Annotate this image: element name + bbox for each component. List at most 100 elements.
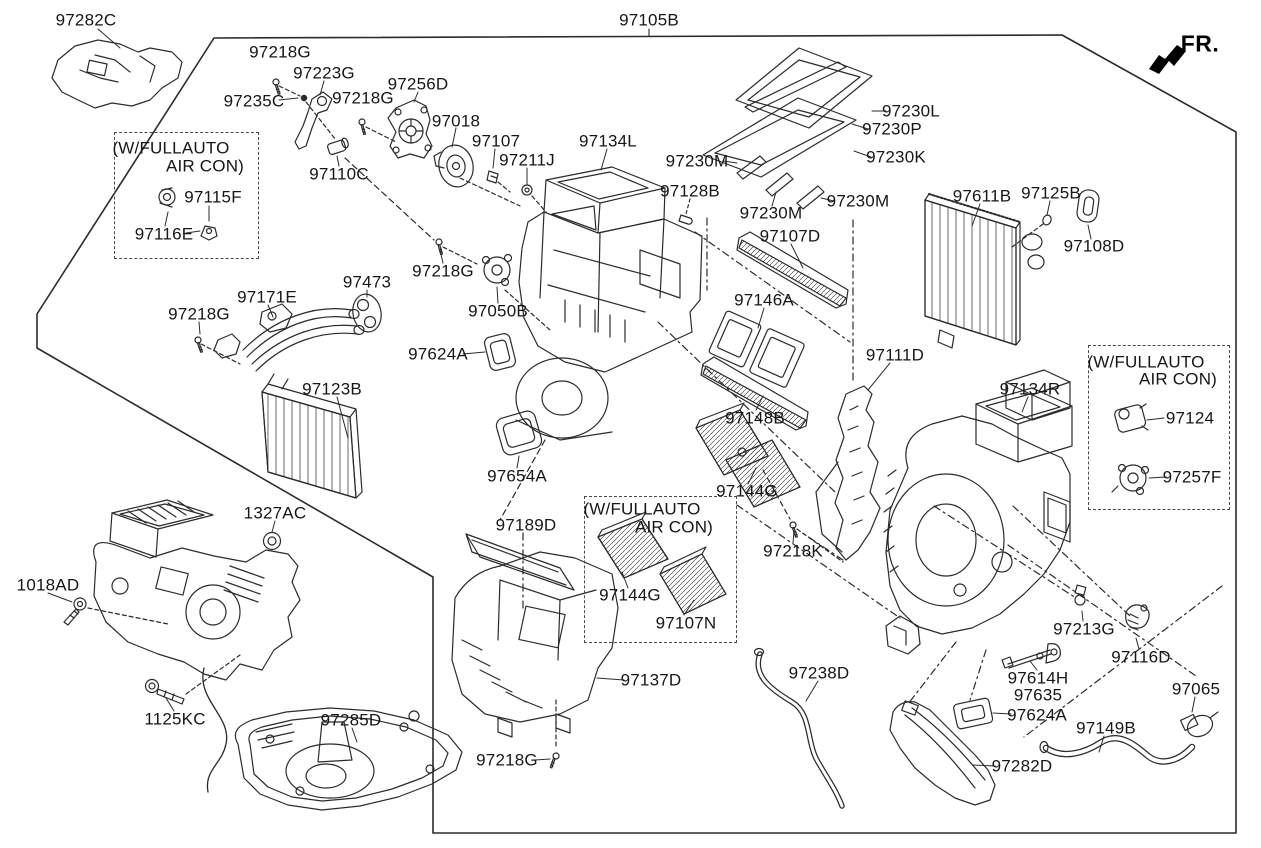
part-label: 97614H bbox=[1007, 668, 1069, 688]
part-label: 97108D bbox=[1063, 236, 1125, 256]
part-label: 97213G bbox=[1053, 619, 1115, 639]
part-label: 97211J bbox=[499, 150, 555, 170]
part-label: 97107D bbox=[759, 226, 821, 246]
part-label: 97134R bbox=[999, 379, 1061, 399]
part-label: 97611B bbox=[952, 186, 1012, 206]
part-label: 97285D bbox=[320, 710, 382, 730]
part-97230-seals-drawing bbox=[702, 47, 887, 210]
part-label: 97473 bbox=[342, 272, 392, 292]
part-label: 97223G bbox=[293, 63, 355, 83]
part-97149b-drawing bbox=[1039, 735, 1196, 765]
option-box-note: (W/FULLAUTO bbox=[583, 499, 701, 519]
part-label: 97257F bbox=[1162, 467, 1222, 487]
part-label: 97230M bbox=[826, 191, 890, 211]
part-label: 97218G bbox=[476, 750, 538, 770]
part-label: 1018AD bbox=[16, 575, 80, 595]
part-97111d-drawing bbox=[815, 362, 891, 561]
part-97282d-drawing bbox=[889, 700, 996, 806]
part-label: 97230K bbox=[866, 147, 926, 167]
option-box-note: AIR CON) bbox=[165, 156, 245, 176]
part-label: 97218G bbox=[332, 88, 394, 108]
part-97107-97211j-drawing bbox=[486, 148, 547, 213]
part-label: 97116D bbox=[1111, 647, 1171, 667]
part-97134r-unit-drawing bbox=[883, 369, 1073, 655]
option-box-note: (W/FULLAUTO bbox=[112, 138, 230, 158]
part-label: 97065 bbox=[1171, 679, 1221, 699]
part-filter-stack-drawing bbox=[657, 217, 854, 520]
part-97128b-drawing bbox=[678, 198, 693, 225]
option-box-note: AIR CON) bbox=[1138, 369, 1218, 389]
part-label: 97105B bbox=[619, 10, 679, 30]
part-label: 97230P bbox=[862, 119, 922, 139]
fr-direction-label: FR. bbox=[1180, 30, 1220, 57]
part-97171e-drawing bbox=[190, 303, 365, 372]
part-label: 97238D bbox=[788, 663, 850, 683]
part-label: 97144G bbox=[599, 585, 661, 605]
part-label: 97218G bbox=[168, 304, 230, 324]
part-label: 97137D bbox=[620, 670, 682, 690]
diagram-border bbox=[36, 28, 1237, 834]
part-label: 97624A bbox=[408, 344, 468, 364]
part-main-assembly-drawing bbox=[47, 499, 301, 793]
part-label: 97218G bbox=[412, 261, 474, 281]
part-97050b-drawing bbox=[430, 237, 551, 331]
part-97256d-drawing bbox=[387, 91, 433, 159]
part-bottom-right-group bbox=[800, 505, 1223, 738]
part-97282c-drawing bbox=[51, 28, 183, 109]
part-label: 1125KC bbox=[144, 709, 206, 729]
part-label: 97256D bbox=[387, 74, 449, 94]
part-label: 97230L bbox=[882, 101, 940, 121]
part-label: 97230M bbox=[739, 203, 803, 223]
damper-lever-group bbox=[268, 77, 435, 241]
part-label: 97018 bbox=[431, 111, 481, 131]
part-97611b-drawing bbox=[924, 189, 1100, 349]
part-97124-97257f-drawing bbox=[1111, 403, 1167, 496]
part-label: 97624A bbox=[1007, 705, 1067, 725]
part-label: 97123B bbox=[302, 379, 362, 399]
option-box-note: AIR CON) bbox=[634, 517, 714, 537]
part-label: 97125B bbox=[1021, 183, 1081, 203]
part-label: 97654A bbox=[487, 466, 547, 486]
part-label: 97635 bbox=[1013, 685, 1063, 705]
part-97123b-drawing bbox=[261, 373, 363, 499]
part-97624a-97654a-drawing bbox=[462, 333, 543, 469]
part-label: 97189D bbox=[495, 515, 557, 535]
part-label: 97171E bbox=[237, 287, 297, 307]
part-97134l-drawing bbox=[499, 148, 703, 521]
part-label: 97124 bbox=[1165, 408, 1215, 428]
part-label: 1327AC bbox=[243, 503, 307, 523]
part-label: 97148B bbox=[725, 408, 785, 428]
part-label: 97235C bbox=[223, 91, 285, 111]
part-label: 97050B bbox=[468, 301, 528, 321]
part-97238d-drawing bbox=[753, 647, 845, 809]
part-label: 97218K bbox=[763, 541, 823, 561]
part-label: 97282C bbox=[55, 10, 117, 30]
part-97285d-drawing bbox=[234, 707, 463, 811]
option-box bbox=[114, 132, 259, 259]
fr-arrow-icon bbox=[1149, 45, 1186, 74]
option-box bbox=[1088, 345, 1230, 510]
part-label: 97107 bbox=[471, 131, 521, 151]
part-97018-drawing bbox=[433, 127, 521, 207]
option-box bbox=[584, 496, 737, 643]
part-label: 97282D bbox=[991, 756, 1053, 776]
part-label: 97144G bbox=[716, 481, 778, 501]
option-box-note: (W/FULLAUTO bbox=[1087, 352, 1205, 372]
part-label: 97218G bbox=[249, 42, 311, 62]
part-97144g-97107n-drawing bbox=[597, 511, 727, 616]
part-label: 97128B bbox=[660, 181, 720, 201]
part-label: 97134L bbox=[579, 131, 637, 151]
part-label: 97115F bbox=[184, 187, 242, 207]
part-label: 97111D bbox=[865, 345, 925, 365]
part-label: 97107N bbox=[655, 613, 717, 633]
part-97115f-97116e-drawing bbox=[158, 187, 218, 241]
part-label: 97230M bbox=[665, 151, 729, 171]
part-97473-drawing bbox=[352, 289, 382, 333]
part-label: 97149B bbox=[1076, 718, 1136, 738]
part-97137d-drawing bbox=[451, 504, 901, 769]
part-label: 97116E bbox=[134, 224, 194, 244]
part-label: 97110C bbox=[309, 164, 369, 184]
